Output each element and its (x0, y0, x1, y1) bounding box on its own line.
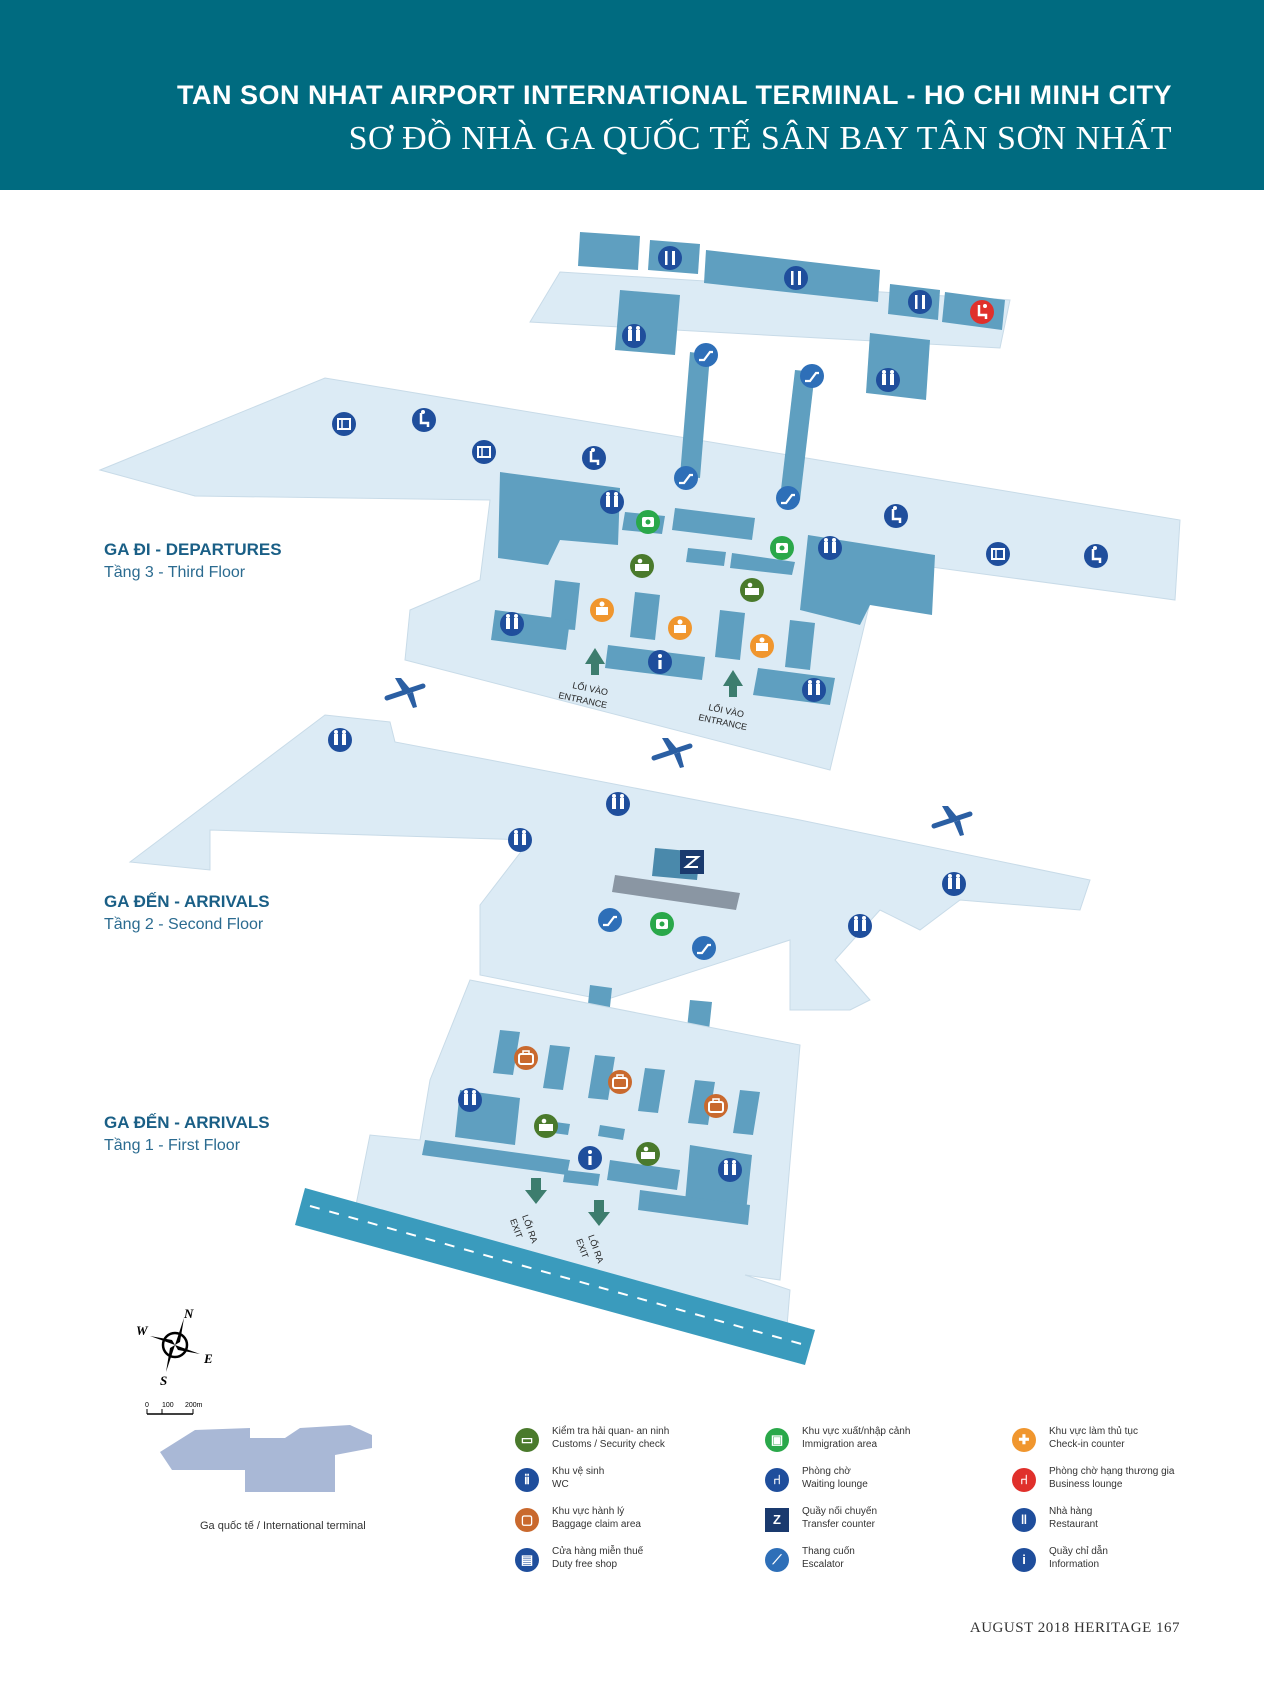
terminal-map: LỐI VÀO ENTRANCE LỐI VÀO ENTRANCE (98, 232, 1181, 1492)
title-vietnamese: SƠ ĐỒ NHÀ GA QUỐC TẾ SÂN BAY TÂN SƠN NHẤ… (348, 120, 1172, 157)
scale-label-200: 200m (185, 1402, 203, 1409)
information-icon: i (1012, 1548, 1036, 1572)
floor-label-departures: GA ĐI - DEPARTURES Tầng 3 - Third Floor (104, 540, 282, 582)
transfer-counter-icon: Z (765, 1508, 789, 1532)
waiting-lounge-icon: ⑁ (765, 1468, 789, 1492)
compass-e: E (203, 1351, 213, 1366)
airplane-icon (654, 738, 690, 768)
scale-bar: 0 100 200m (145, 1402, 203, 1415)
compass-n: N (183, 1306, 194, 1321)
floor-level: Tầng 3 - Third Floor (104, 564, 246, 581)
airplane-icon (934, 806, 970, 836)
immigration-icon: ▣ (765, 1428, 789, 1452)
duty-free-icon: ▤ (515, 1548, 539, 1572)
floor-label-arrivals-1: GA ĐẾN - ARRIVALS Tầng 1 - First Floor (104, 1113, 270, 1155)
floor-label-arrivals-2: GA ĐẾN - ARRIVALS Tầng 2 - Second Floor (104, 892, 270, 934)
wc-icon: ⅱ (515, 1468, 539, 1492)
escalator-icon: ⟋ (765, 1548, 789, 1572)
floor-level: Tầng 1 - First Floor (104, 1137, 241, 1154)
locator-map (160, 1425, 372, 1492)
compass-rose: N E S W (136, 1306, 213, 1388)
airplane-icon (387, 678, 423, 708)
arrivals-first-floor (295, 979, 815, 1365)
locator-caption: Ga quốc tế / International terminal (200, 1520, 366, 1532)
compass-w: W (136, 1323, 149, 1338)
business-lounge-icon: ⑁ (1012, 1468, 1036, 1492)
check-in-icon: ✚ (1012, 1428, 1036, 1452)
baggage-claim-icon: ▢ (515, 1508, 539, 1532)
floor-level: Tầng 2 - Second Floor (104, 916, 264, 933)
floor-name: GA ĐẾN - ARRIVALS (104, 892, 270, 911)
restaurant-icon: ǁ (1012, 1508, 1036, 1532)
floor-name: GA ĐẾN - ARRIVALS (104, 1113, 270, 1132)
customs-security-icon: ▭ (515, 1428, 539, 1452)
compass-s: S (160, 1373, 167, 1388)
page-footer: AUGUST 2018 HERITAGE 167 (969, 1620, 1180, 1636)
departures-floor (98, 232, 1181, 771)
scale-label-100: 100 (162, 1402, 174, 1409)
title-english: TAN SON NHAT AIRPORT INTERNATIONAL TERMI… (177, 80, 1172, 110)
floor-name: GA ĐI - DEPARTURES (104, 540, 282, 559)
header-banner: TAN SON NHAT AIRPORT INTERNATIONAL TERMI… (0, 0, 1264, 190)
scale-label-0: 0 (145, 1402, 149, 1409)
